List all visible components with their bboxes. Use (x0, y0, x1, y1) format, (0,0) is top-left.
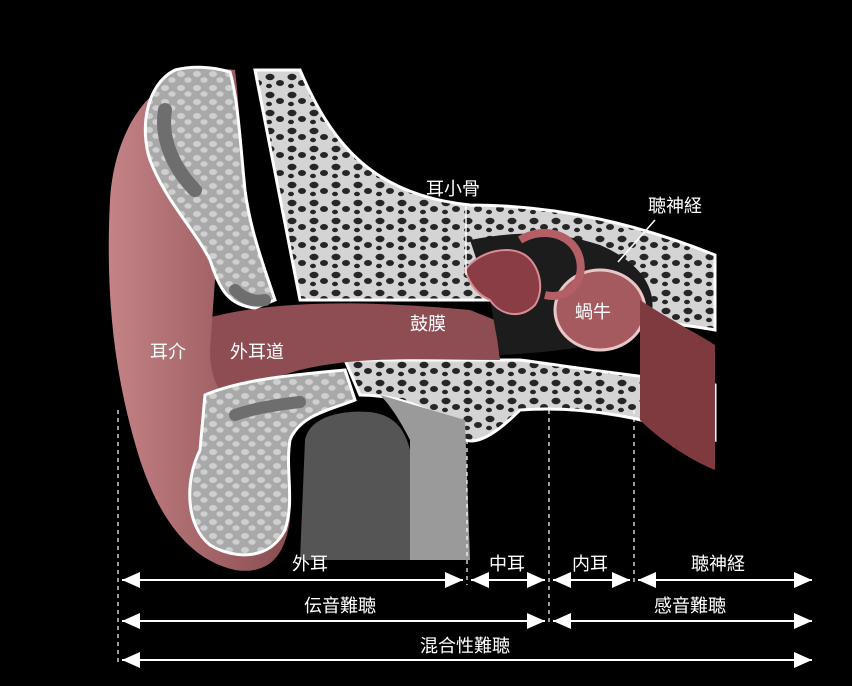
label-auricle: 耳介 (150, 342, 186, 363)
ossicles-shape (463, 249, 542, 315)
mastoid-gray (380, 395, 470, 560)
ear-canal-shape (200, 303, 500, 400)
label-ossicles: 耳小骨 (426, 179, 480, 200)
semicircular-canals (517, 228, 585, 300)
label-ear-canal: 外耳道 (230, 342, 284, 363)
auricle-fold-2 (229, 284, 271, 307)
mandible-shape (300, 411, 410, 560)
label-auditory-nerve: 聴神経 (648, 196, 702, 217)
range-outer-ear: 外耳 (292, 554, 328, 575)
auricle-fold (157, 103, 202, 197)
auditory-nerve-shape (640, 300, 715, 470)
guide-lines (117, 410, 635, 665)
label-cochlea: 蝸牛 (575, 302, 611, 323)
range-middle-ear: 中耳 (489, 554, 525, 575)
range-arrows (122, 572, 812, 668)
range-sensorineural-loss: 感音難聴 (654, 596, 726, 617)
range-inner-ear: 内耳 (572, 554, 608, 575)
lower-cartilage-fold (229, 396, 306, 421)
nerve-pointer (617, 219, 656, 263)
range-mixed-loss: 混合性難聴 (420, 636, 510, 657)
label-eardrum: 鼓膜 (410, 314, 446, 335)
range-conductive-loss: 伝音難聴 (304, 596, 376, 617)
range-nerve: 聴神経 (691, 554, 745, 575)
auricle-cartilage (143, 65, 277, 310)
